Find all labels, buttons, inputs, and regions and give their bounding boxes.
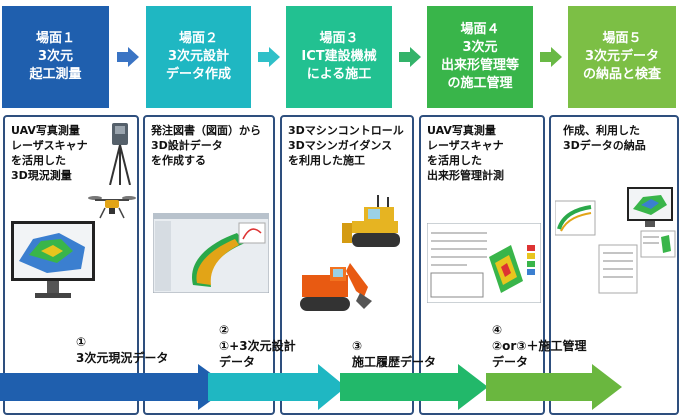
stage-4-line-4: の施工管理 [447,76,513,91]
flow-4-line-1: ②or③＋施工管理 [492,339,587,353]
drone-icon [88,196,136,219]
stage-5-line-1: 場面５ [602,31,642,46]
flow-4-number: ④ [492,323,503,337]
panel-stage-1: UAV写真測量 レーザスキャナ を活用した 3D現況測量 [3,115,139,415]
panel-stage-3: 3Dマシンコントロール 3Dマシンガイダンス を利用した施工 [280,115,414,415]
arrow-right-icon [540,47,562,67]
stage-header-3: 場面３ ICT建設機械 による施工 [286,6,392,108]
stage-5-line-2: 3次元データ [584,49,660,64]
excavator-icon [300,263,372,311]
stage-1-line-1: 場面１ [35,31,75,46]
flow-label-3: ③ 施工履歴データ [352,338,436,370]
bulldozer-icon [342,195,400,247]
stage-header-2: 場面２ 3次元設計 データ作成 [146,6,251,108]
panel-3-line-1: 3Dマシンコントロール [288,124,404,137]
stage-4-line-3: 出来形管理等 [440,58,519,73]
flow-arrow-3 [340,364,488,410]
panel-4-line-3: を活用した [427,154,482,167]
panel-1-description: UAV写真測量 レーザスキャナ を活用した 3D現況測量 [11,123,88,183]
panel-1-line-1: UAV写真測量 [11,124,80,137]
stage-4-line-2: 3次元 [462,40,498,55]
stage-2-line-1: 場面２ [178,31,218,46]
flow-arrow-2 [208,364,346,410]
panel-3-line-3: を利用した施工 [288,154,365,167]
stage-4-line-1: 場面４ [460,22,500,37]
panel-stage-5: 作成、利用した 3Dデータの納品 [549,115,679,415]
flow-arrow-4 [486,364,622,410]
arrow-right-icon [399,47,421,67]
panel-2-description: 発注図書（図面）から 3D設計データ を作成する [151,123,261,168]
panel-1-line-3: を活用した [11,154,66,167]
panel-3-line-2: 3Dマシンガイダンス [288,139,393,152]
panel-stage-2: 発注図書（図面）から 3D設計データ を作成する [143,115,275,415]
stage-header-1: 場面１ 3次元 起工測量 [2,6,109,108]
flow-4-line-2: データ [492,355,529,369]
laser-scanner-icon [109,123,131,185]
stage-1-line-2: 3次元 [37,49,74,64]
panel-5-line-2: 3Dデータの納品 [563,139,646,152]
flow-2-number: ② [219,323,230,337]
stage-5-line-3: の納品と検査 [582,67,661,82]
stage-3-line-1: 場面３ [319,31,359,46]
flow-label-4: ④ ②or③＋施工管理 データ [492,322,586,370]
inspection-report-icon [427,223,541,303]
deliverables-icon [555,187,676,294]
panel-3-description: 3Dマシンコントロール 3Dマシンガイダンス を利用した施工 [288,123,404,168]
panel-4-line-4: 出来形管理計測 [427,169,504,182]
arrow-right-icon [258,47,280,67]
flow-1-line-1: 3次元現況データ [76,351,169,365]
panel-4-line-2: レーザスキャナ [427,139,504,152]
stage-3-line-3: による施工 [306,67,372,82]
stage-2-line-2: 3次元設計 [167,49,230,64]
panel-4-line-1: UAV写真測量 [427,124,496,137]
design-software-screen-icon [153,213,269,293]
flow-label-2: ② ①+3次元設計 データ [219,322,296,370]
monitor-terrain-icon [11,221,95,298]
panel-stage-4: UAV写真測量 レーザスキャナ を活用した 出来形管理計測 [419,115,545,415]
panel-1-line-4: 3D現況測量 [11,169,72,182]
panel-2-line-3: を作成する [151,154,206,167]
stage-1-line-3: 起工測量 [29,67,82,82]
panel-2-line-1: 発注図書（図面）から [151,124,261,137]
panel-4-description: UAV写真測量 レーザスキャナ を活用した 出来形管理計測 [427,123,504,183]
flow-2-line-1: ①+3次元設計 [219,339,296,353]
stage-3-line-2: ICT建設機械 [301,49,377,64]
panel-5-description: 作成、利用した 3Dデータの納品 [563,123,646,153]
panel-2-line-2: 3D設計データ [151,139,223,152]
flow-3-number: ③ [352,339,363,353]
panel-1-line-2: レーザスキャナ [11,139,88,152]
flow-1-number: ① [76,335,87,349]
stage-header-5: 場面５ 3次元データ の納品と検査 [568,6,676,108]
stage-header-4: 場面４ 3次元 出来形管理等 の施工管理 [427,6,533,108]
flow-label-1: ① 3次元現況データ [76,334,168,366]
flow-3-line-1: 施工履歴データ [352,355,437,369]
arrow-right-icon [117,47,139,67]
panel-5-line-1: 作成、利用した [563,124,640,137]
stage-2-line-3: データ作成 [165,67,231,82]
flow-arrow-1 [0,364,230,410]
flow-2-line-2: データ [219,355,256,369]
